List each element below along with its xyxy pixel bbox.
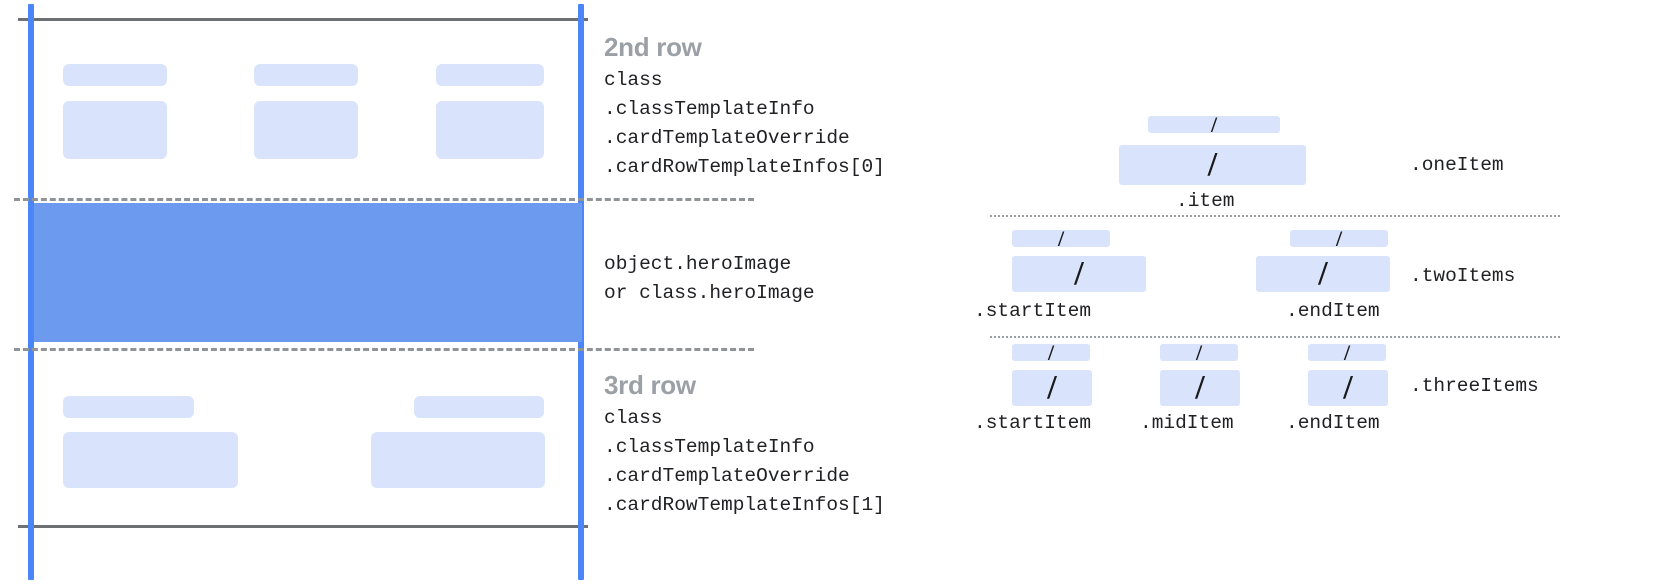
second-row-title: 2nd row [604, 32, 702, 62]
twoitems-start-label-bar: / [1012, 230, 1110, 247]
twoitems-end-label-bar: / [1290, 230, 1388, 247]
hero-top-divider [14, 198, 754, 201]
slash-glyph: / [1335, 230, 1343, 247]
threeitems-caption-mid: .midItem [1140, 412, 1234, 434]
oneitem-row-label: .oneItem [1410, 154, 1504, 176]
card-top-rule [18, 18, 588, 21]
annotation-third-row: 3rd row class .classTemplateInfo .cardTe… [604, 368, 885, 520]
oneitem-caption-item: .item [1176, 190, 1235, 212]
slash-glyph: / [1047, 344, 1055, 361]
hero-bottom-divider [14, 348, 754, 351]
second-row-code: class .classTemplateInfo .cardTemplateOv… [604, 69, 885, 178]
item-templates-diagram: / / .item .oneItem / / .startItem / / [960, 0, 1676, 584]
twoitems-start-value-bar: / [1012, 256, 1146, 292]
slash-glyph: / [1210, 116, 1218, 133]
twoitems-end-value-bar: / [1256, 256, 1390, 292]
card-layout-diagram [0, 0, 754, 584]
twoitems-row-label: .twoItems [1410, 265, 1516, 287]
row2-value-placeholder-2 [254, 101, 358, 159]
slash-glyph: / [1195, 344, 1203, 361]
threeitems-mid-label-bar: / [1160, 344, 1238, 361]
third-row-title: 3rd row [604, 370, 696, 400]
row3-label-placeholder-1 [63, 396, 194, 418]
slash-glyph: / [1207, 146, 1218, 183]
threeitems-caption-end: .endItem [1286, 412, 1380, 434]
threeitems-start-value-bar: / [1012, 370, 1092, 406]
twoitems-caption-end: .endItem [1286, 300, 1380, 322]
threeitems-end-value-bar: / [1308, 370, 1388, 406]
threeitems-mid-value-bar: / [1160, 370, 1240, 406]
threeitems-row-label: .threeItems [1410, 375, 1539, 397]
row2-value-placeholder-3 [436, 101, 544, 159]
slash-glyph: / [1057, 230, 1065, 247]
threeitems-end-label-bar: / [1308, 344, 1386, 361]
slash-glyph: / [1195, 370, 1205, 406]
third-row-code: class .classTemplateInfo .cardTemplateOv… [604, 407, 885, 516]
slash-glyph: / [1074, 256, 1084, 292]
row2-label-placeholder-2 [254, 64, 358, 86]
threeitems-start-label-bar: / [1012, 344, 1090, 361]
slash-glyph: / [1047, 370, 1057, 406]
template-divider-2 [990, 336, 1560, 338]
card-bottom-rule [18, 525, 588, 528]
row2-label-placeholder-1 [63, 64, 167, 86]
twoitems-caption-start: .startItem [974, 300, 1092, 322]
row3-value-placeholder-2 [371, 432, 545, 488]
slash-glyph: / [1318, 256, 1328, 292]
annotation-hero-row: object.heroImage or class.heroImage [604, 250, 815, 308]
row2-value-placeholder-1 [63, 101, 167, 159]
annotation-second-row: 2nd row class .classTemplateInfo .cardTe… [604, 30, 885, 182]
row3-value-placeholder-1 [63, 432, 238, 488]
row2-label-placeholder-3 [436, 64, 544, 86]
template-divider-1 [990, 215, 1560, 217]
oneitem-value-bar: / [1119, 145, 1306, 185]
threeitems-caption-start: .startItem [974, 412, 1092, 434]
hero-row-code: object.heroImage or class.heroImage [604, 253, 815, 304]
card-left-guide [28, 4, 34, 580]
slash-glyph: / [1343, 370, 1353, 406]
row3-label-placeholder-2 [414, 396, 544, 418]
hero-image-block [34, 203, 582, 342]
oneitem-label-bar: / [1148, 116, 1280, 133]
slash-glyph: / [1343, 344, 1351, 361]
